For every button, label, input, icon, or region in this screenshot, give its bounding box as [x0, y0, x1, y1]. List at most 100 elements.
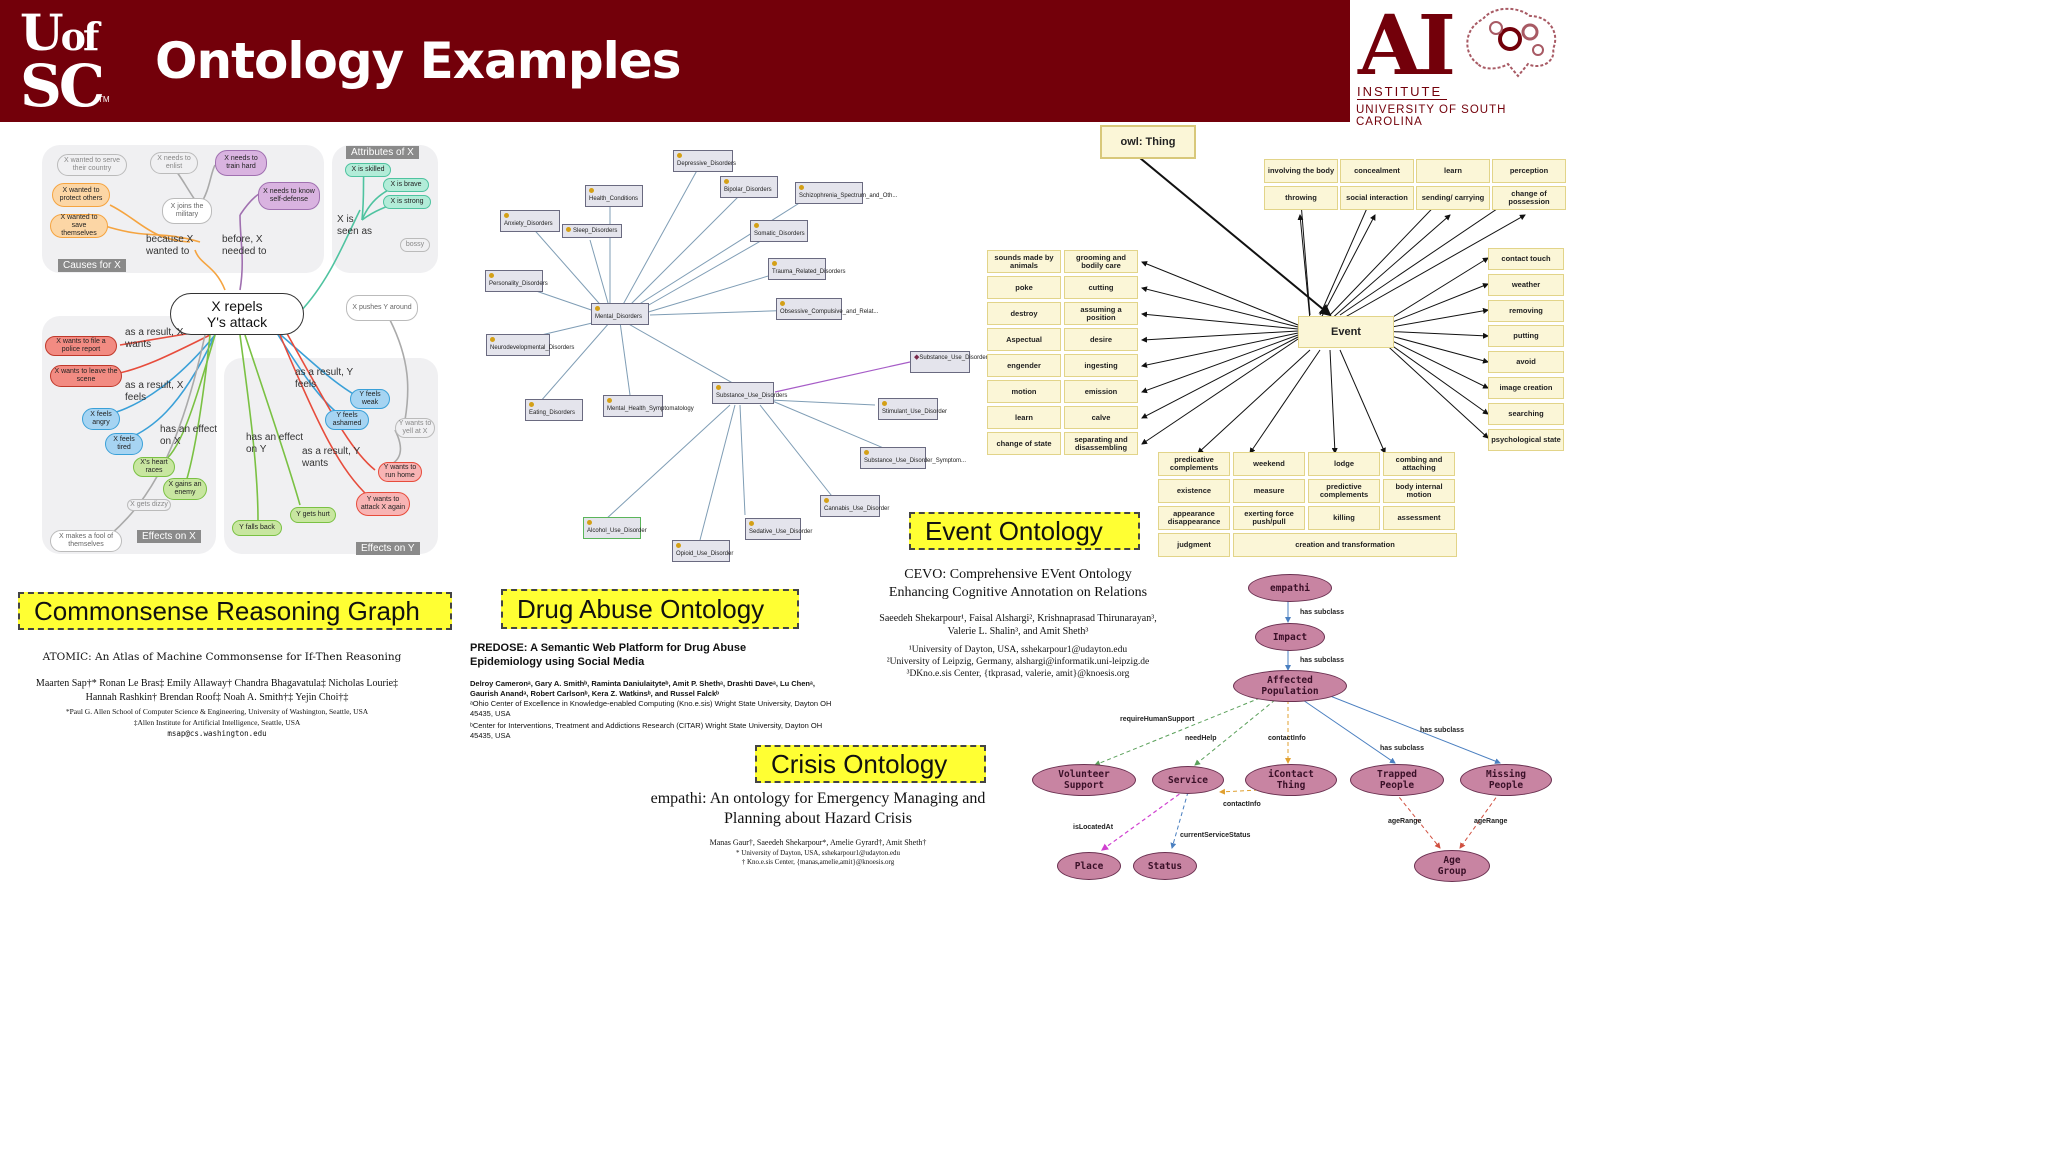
event-authors-1: Saeedeh Shekarpour¹, Faisal Alshargi², K… — [879, 613, 1157, 624]
atomic-edge-result-feels: as a result, X feels — [125, 380, 184, 403]
crisis-edge-sub2: has subclass — [1300, 657, 1344, 664]
drug-affil-a: ᵃOhio Center of Excellence in Knowledge-… — [470, 699, 832, 718]
atomic-node-enlist: X needs to enlist — [150, 152, 198, 174]
atomic-affil-1: *Paul G. Allen School of Computer Scienc… — [65, 707, 369, 716]
atomic-node-serve: X wanted to serve their country — [57, 154, 127, 176]
event-box-right_col-0: contact touch — [1488, 248, 1564, 270]
event-affil-2: ²University of Leipzig, Germany, alsharg… — [886, 657, 1150, 667]
event-box-left_col2-1: cutting — [1064, 276, 1138, 299]
drug-paper-title: PREDOSE: A Semantic Web Platform for Dru… — [470, 642, 747, 668]
crisis-node-missing: Missing People — [1460, 764, 1552, 796]
drug-node-mhs: Mental_Health_Symptomatology — [603, 395, 694, 417]
tag-effects-y: Effects on Y — [356, 542, 420, 555]
atomic-paper-title: ATOMIC: An Atlas of Machine Commonsense … — [42, 651, 402, 663]
event-box-right_col-5: image creation — [1488, 377, 1564, 399]
atomic-node-train: X needs to train hard — [215, 150, 267, 176]
drug-node-health: Health_Conditions — [585, 185, 643, 207]
crisis-node-service: Service — [1152, 766, 1224, 794]
atomic-edge-result-wants: as a result, X wants — [125, 327, 184, 350]
atomic-affil-2: ‡Allen Institute for Artificial Intellig… — [133, 718, 301, 727]
event-box-left_col2-0: grooming and bodily care — [1064, 250, 1138, 273]
drug-node-depressive: Depressive_Disorders — [673, 150, 736, 172]
atomic-node-pushes: X pushes Y around — [346, 295, 418, 321]
event-center: Event — [1298, 316, 1394, 348]
event-box-bottom_row1-1: weekend — [1233, 452, 1305, 476]
event-box-bottom_row3-2: killing — [1308, 506, 1380, 530]
event-box-bottom_row4-1: creation and transformation — [1233, 533, 1457, 557]
event-paper-title-2: Enhancing Cognitive Annotation on Relati… — [888, 585, 1148, 600]
crisis-node-affected: Affected Population — [1233, 670, 1347, 702]
atomic-node-fool: X makes a fool of themselves — [50, 530, 122, 552]
atomic-node-selfdef: X needs to know self-defense — [258, 182, 320, 210]
event-box-left_col1-6: learn — [987, 406, 1061, 429]
crisis-edge-agerange2: ageRange — [1474, 818, 1508, 825]
event-box-left_col2-5: emission — [1064, 380, 1138, 403]
crisis-edge-reqhelp: requireHumanSupport — [1120, 716, 1195, 723]
event-box-top_row2-1: social interaction — [1340, 186, 1414, 210]
crisis-affil-2: † Kno.e.sis Center, {manas,amelie,amit}@… — [741, 858, 895, 866]
atomic-node-yrun: Y wants to run home — [378, 462, 422, 482]
atomic-node-yyell: Y wants to yell at X — [395, 418, 435, 438]
atomic-node-leave: X wants to leave the scene — [50, 365, 122, 387]
banner-drug-abuse: Drug Abuse Ontology — [501, 589, 799, 629]
event-box-left_col1-4: engender — [987, 354, 1061, 377]
event-box-left_col1-2: destroy — [987, 302, 1061, 325]
banner-event: Event Ontology — [909, 512, 1140, 550]
atomic-node-gains: X gains an enemy — [163, 478, 207, 500]
drug-node-sudsymptom: Substance_Use_Disorder_Symptom... — [860, 447, 966, 469]
ai-institute-logo — [1350, 0, 1568, 122]
drug-authors: Delroy Cameronᵃ, Gary A. Smithᵇ, Raminta… — [470, 679, 815, 698]
event-box-top_row1-2: learn — [1416, 159, 1490, 183]
atomic-edge-before: before, X needed to — [222, 234, 267, 257]
uofsc-logo: Uof SC — [20, 3, 105, 120]
drug-node-schizo: Schizophrenia_Spectrum_and_Oth... — [795, 182, 897, 204]
drug-node-subuse: Substance_Use_Disorders — [712, 382, 787, 404]
atomic-authors-1: Maarten Sap†* Ronan Le Bras‡ Emily Allaw… — [35, 678, 399, 689]
event-box-left_col1-1: poke — [987, 276, 1061, 299]
event-ontology-edges — [1139, 157, 1526, 454]
crisis-paper-title: empathi: An ontology for Emergency Manag… — [650, 790, 986, 827]
event-box-left_col2-7: separating and disassembling — [1064, 432, 1138, 455]
ai-institute-label: INSTITUTE — [1357, 84, 1447, 100]
drug-node-stimulant: Stimulant_Use_Disorder — [878, 398, 947, 420]
crisis-edge-located: isLocatedAt — [1073, 824, 1114, 831]
event-affil-1: ¹University of Dayton, USA, sshekarpour1… — [908, 645, 1128, 655]
drug-node-neuro: Neurodevelopmental_Disorders — [486, 334, 574, 356]
atomic-node-yashamed: Y feels ashamed — [325, 410, 369, 430]
event-box-left_col2-4: ingesting — [1064, 354, 1138, 377]
atomic-edge-because: because X wanted to — [146, 234, 194, 257]
atomic-node-strong: X is strong — [383, 195, 431, 209]
atomic-node-brave: X is brave — [383, 178, 429, 192]
atomic-edge-effect-y: has an effect on Y — [246, 432, 304, 455]
event-box-bottom_row3-3: assessment — [1383, 506, 1455, 530]
atomic-node-protect: X wanted to protect others — [52, 183, 110, 207]
event-box-bottom_row2-1: measure — [1233, 479, 1305, 503]
atomic-edge-y-wants: as a result, Y wants — [302, 446, 360, 469]
university-label: UNIVERSITY OF SOUTH CAROLINA — [1356, 104, 1507, 128]
crisis-edge-needhelp: needHelp — [1185, 735, 1217, 742]
crisis-node-age: Age Group — [1414, 850, 1490, 882]
drug-node-bipolar: Bipolar_Disorders — [720, 176, 778, 198]
event-box-bottom_row1-0: predicative complements — [1158, 452, 1230, 476]
atomic-edge-seen: X is seen as — [337, 214, 373, 237]
drug-node-sedative: Sedative_Use_Disorder — [745, 518, 812, 540]
event-box-top_row2-2: sending/ carrying — [1416, 186, 1490, 210]
drug-node-somatic: Somatic_Disorders — [750, 220, 808, 242]
event-box-bottom_row1-3: combing and attaching — [1383, 452, 1455, 476]
event-box-right_col-1: weather — [1488, 273, 1564, 296]
event-box-left_col1-0: sounds made by animals — [987, 250, 1061, 273]
event-box-left_col1-7: change of state — [987, 432, 1061, 455]
event-box-bottom_row2-0: existence — [1158, 479, 1230, 503]
drug-node-opioid: Opioid_Use_Disorder — [672, 540, 733, 562]
drug-affil-b: ᵇCenter for Interventions, Treatment and… — [470, 721, 823, 740]
event-box-left_col1-5: motion — [987, 380, 1061, 403]
drug-node-alcohol: Alcohol_Use_Disorder — [583, 517, 647, 539]
event-box-top_row2-3: change of possession — [1492, 186, 1566, 210]
crisis-edge-current: currentServiceStatus — [1180, 832, 1251, 839]
event-authors-2: Valerie L. Shalin³, and Amit Sheth³ — [947, 626, 1089, 637]
atomic-node-dizzy: X gets dizzy — [127, 499, 171, 511]
crisis-node-empathi: empathi — [1248, 574, 1332, 602]
atomic-node-joins: X joins the military — [162, 198, 212, 224]
atomic-node-yattack: Y wants to attack X again — [356, 492, 410, 516]
atomic-node-save: X wanted to save themselves — [50, 214, 108, 238]
